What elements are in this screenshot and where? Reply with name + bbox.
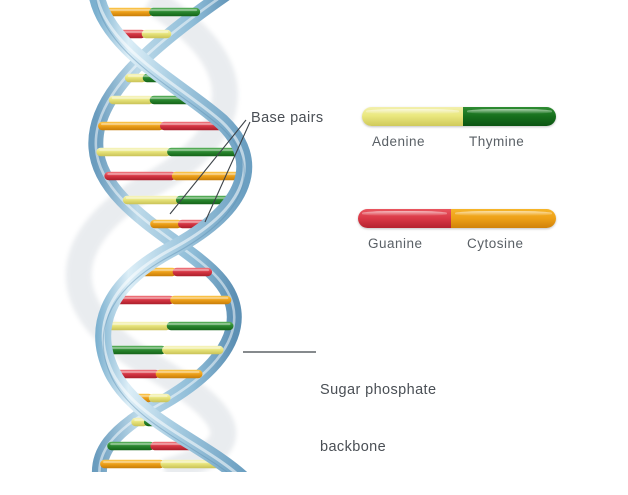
base-pair-rungs xyxy=(96,7,244,469)
base-pair-segment xyxy=(104,171,176,181)
legend-label-cytosine: Cytosine xyxy=(467,236,524,251)
base-pair-highlight xyxy=(119,31,169,34)
base-pair-segment xyxy=(148,393,171,403)
legend-swatch-guanine xyxy=(358,209,452,228)
legend-bar-adenine-thymine xyxy=(362,107,556,126)
base-pair-segment xyxy=(171,171,244,181)
base-pair-segment xyxy=(159,121,226,131)
backbone-label-line1: Sugar phosphate xyxy=(320,382,437,398)
helix-shadow xyxy=(65,0,238,472)
base-pair-segment xyxy=(172,267,213,277)
base-pair-segment xyxy=(170,295,232,305)
backbone-strand-front xyxy=(89,0,253,472)
base-pair-segment xyxy=(162,345,224,355)
legend-label-guanine: Guanine xyxy=(368,236,423,251)
base-pair-highlight xyxy=(110,443,195,446)
base-pair-segment xyxy=(104,345,167,355)
base-pair-highlight xyxy=(106,323,231,326)
base-pair-segment xyxy=(112,369,160,379)
base-pair-segment xyxy=(108,95,154,105)
base-pair-segment xyxy=(149,7,201,17)
base-pair-segment xyxy=(107,441,155,451)
legend-labels-adenine-thymine: Adenine Thymine xyxy=(362,134,566,149)
base-pair-segment xyxy=(102,7,154,17)
base-pair-highlight xyxy=(111,97,192,100)
base-pair-segment xyxy=(122,195,180,205)
dna-double-helix-illustration xyxy=(65,0,316,472)
leader-lines xyxy=(169,119,316,353)
base-pair-segment xyxy=(150,219,182,229)
legend-row-guanine-cytosine: Guanine Cytosine xyxy=(358,209,566,251)
legend-label-thymine: Thymine xyxy=(469,134,525,149)
base-pair-segment xyxy=(141,29,172,39)
base-pair-highlight xyxy=(103,461,222,464)
base-pair-highlight xyxy=(115,371,200,374)
base-pairs-label: Base pairs xyxy=(251,110,324,126)
backbone-label-line2: backbone xyxy=(320,439,387,455)
base-pair-segment xyxy=(113,295,175,305)
base-pair-highlight xyxy=(107,347,221,350)
legend-bar-guanine-cytosine xyxy=(358,209,556,228)
base-pair-highlight xyxy=(140,269,210,272)
dna-diagram: Base pairs Sugar phosphate backbone Aden… xyxy=(65,0,566,472)
base-pair-segment xyxy=(155,369,203,379)
legend-swatch-thymine xyxy=(462,107,556,126)
base-pair-highlight xyxy=(133,395,168,398)
base-pair-segment xyxy=(103,321,171,331)
base-pair-highlight xyxy=(116,297,229,300)
sugar-phosphate-backbone-label: Sugar phosphate backbone xyxy=(320,343,436,495)
base-pair-highlight xyxy=(107,173,241,176)
legend-swatch-adenine xyxy=(362,107,463,126)
leader-line-base-pairs-a xyxy=(169,119,247,215)
legend-swatch-cytosine xyxy=(451,209,556,228)
base-pair-segment xyxy=(96,147,172,157)
base-pair-segment xyxy=(167,147,242,157)
leader-line-base-pairs-b xyxy=(204,121,251,223)
legend-label-adenine: Adenine xyxy=(372,134,426,149)
base-pair-highlight xyxy=(99,149,239,152)
base-pair-segment xyxy=(124,73,147,83)
base-pair-segment xyxy=(98,121,164,131)
base-pair-segment xyxy=(175,195,234,205)
base-pair-segment xyxy=(100,459,165,469)
legend-labels-guanine-cytosine: Guanine Cytosine xyxy=(358,236,566,251)
base-pair-segment xyxy=(166,321,234,331)
base-pair-highlight xyxy=(105,9,198,12)
base-pair-segment xyxy=(131,417,148,427)
base-pair-highlight xyxy=(153,221,207,224)
base-pair-highlight xyxy=(125,197,231,200)
legend-row-adenine-thymine: Adenine Thymine xyxy=(362,107,566,149)
base-pair-highlight xyxy=(101,123,223,126)
